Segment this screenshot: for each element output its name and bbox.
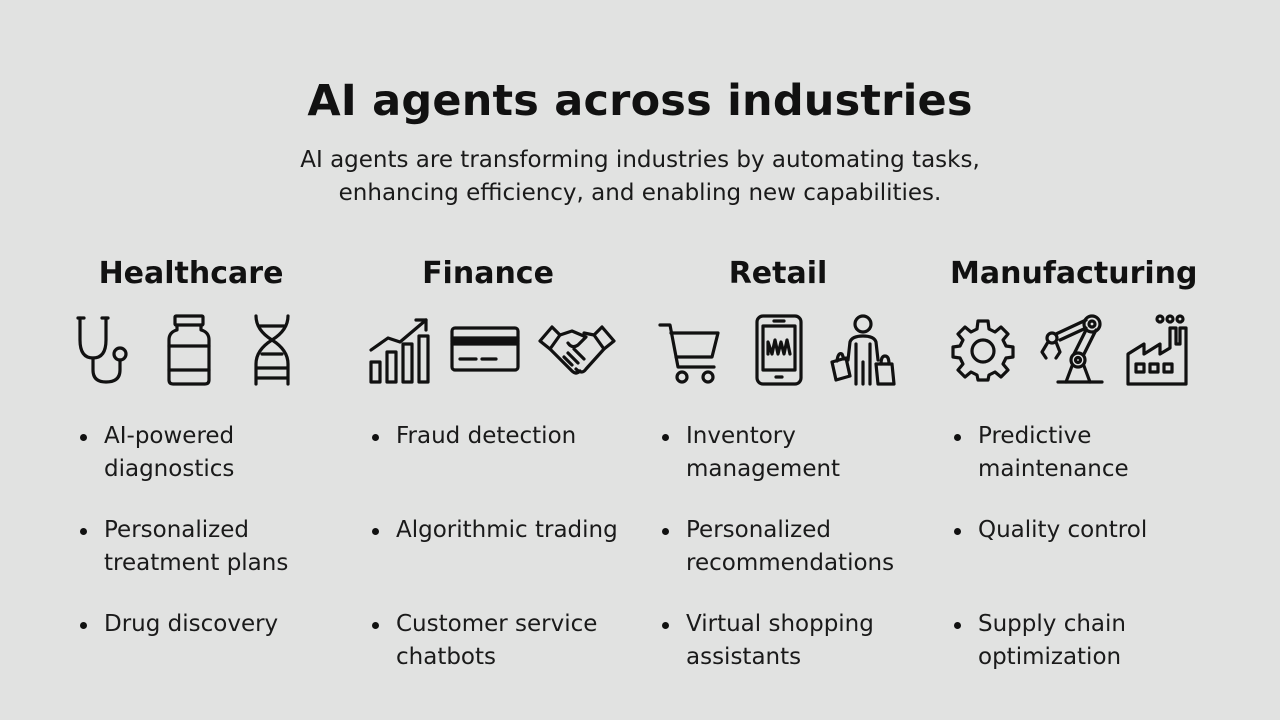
- shopper-icon: [828, 314, 898, 386]
- growth-chart-icon: [368, 314, 430, 386]
- list-item: AI-powered diagnostics: [76, 420, 344, 486]
- list-item: Drug discovery: [76, 608, 344, 641]
- column-heading: Manufacturing: [950, 256, 1198, 291]
- icon-row: [950, 314, 1190, 386]
- stethoscope-icon: [76, 314, 134, 386]
- dna-icon: [252, 314, 292, 386]
- factory-icon: [1126, 314, 1190, 386]
- column-heading: Finance: [422, 256, 554, 291]
- list-item: Virtual shopping assistants: [658, 608, 926, 674]
- column-heading: Healthcare: [98, 256, 284, 291]
- list-item: Personalized recommendations: [658, 514, 936, 580]
- list-item: Customer service chatbots: [368, 608, 636, 674]
- page-title: AI agents across industries: [307, 76, 973, 126]
- icon-row: [368, 314, 616, 386]
- icon-row: [658, 314, 898, 386]
- pill-bottle-icon: [166, 314, 212, 386]
- list-item: Personalized treatment plans: [76, 514, 344, 580]
- subtitle-line: enhancing efficiency, and enabling new c…: [338, 180, 942, 206]
- list-item: Predictive maintenance: [950, 420, 1218, 486]
- subtitle-line: AI agents are transforming industries by…: [300, 147, 980, 173]
- list-item: Fraud detection: [368, 420, 636, 453]
- robot-arm-icon: [1036, 314, 1106, 386]
- list-item: Algorithmic trading: [368, 514, 636, 547]
- smartphone-icon: [754, 314, 804, 386]
- column-heading: Retail: [728, 256, 828, 291]
- handshake-icon: [538, 317, 616, 383]
- shopping-cart-icon: [658, 315, 722, 385]
- list-item: Quality control: [950, 514, 1218, 547]
- credit-card-icon: [450, 325, 520, 375]
- gear-icon: [950, 317, 1016, 383]
- icon-row: [76, 314, 292, 386]
- list-item: Supply chain optimization: [950, 608, 1188, 674]
- page-subtitle: AI agents are transforming industries by…: [0, 144, 1280, 210]
- list-item: Inventory management: [658, 420, 926, 486]
